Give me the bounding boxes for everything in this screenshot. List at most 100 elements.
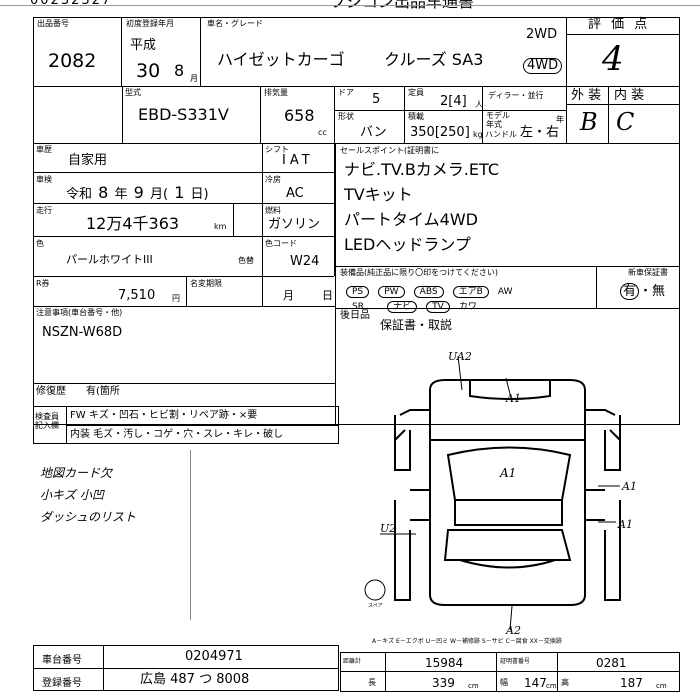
- ac-value: AC: [286, 186, 304, 201]
- length-value: 339: [432, 676, 455, 690]
- dealer-label: ディラー・並行: [488, 91, 544, 100]
- registration-value: 広島 487 つ 8008: [140, 672, 250, 687]
- rating-label: 評 価 点: [588, 17, 651, 32]
- model-label: 車名・グレード: [207, 19, 263, 28]
- exterior-label: 外 装: [571, 88, 602, 103]
- equipment-label: 装備品(純正品に限り〇印をつけてください): [340, 268, 499, 277]
- equip-aw: AW: [497, 287, 513, 297]
- shaken-day: 1: [174, 183, 185, 202]
- ac-label: 冷房: [265, 175, 281, 184]
- spare-label: スペア: [368, 603, 383, 609]
- chassis-no-label: 車台番号: [42, 655, 82, 666]
- after-label: 後日品: [340, 310, 370, 321]
- chassis-no-value: 0204971: [185, 649, 243, 664]
- load-label: 積載: [408, 112, 424, 121]
- shaken-label: 車検: [36, 175, 52, 184]
- rating-value: 4: [602, 39, 624, 79]
- diagram-label-a1-front: A1: [506, 392, 521, 405]
- note-line: ダッシュのリスト: [40, 510, 137, 524]
- model-cell: 車名・グレード ハイゼットカーゴ クルーズ SA3 2WD 4WD: [201, 18, 566, 86]
- color-code-label: 色コード: [265, 239, 297, 248]
- doors-label: ドア: [338, 88, 354, 97]
- first-reg-cell: 初度登録年月 平成 30 8 月: [122, 18, 200, 86]
- model-year-unit: 年: [556, 115, 564, 124]
- displacement-value: 658: [284, 106, 315, 125]
- month-unit: 月: [190, 74, 198, 83]
- load-value: 350[250]: [410, 125, 470, 140]
- first-reg-label: 初度登録年月: [126, 19, 174, 28]
- cert-value: 0281: [596, 656, 627, 670]
- capacity-value: 2[4]: [440, 94, 467, 109]
- displacement-label: 排気量: [264, 88, 288, 97]
- lot-label: 出品番号: [37, 19, 69, 28]
- equip-kawa: カワ: [458, 302, 477, 312]
- type-label: 型式: [125, 88, 141, 97]
- shape-value: バン: [360, 125, 387, 140]
- cert-label: 証明書番号: [500, 658, 531, 665]
- exterior-grade: B: [580, 108, 598, 136]
- equip-ps: PS: [346, 286, 370, 298]
- model-year-label: モデル年式: [486, 111, 510, 129]
- width-label: 幅: [500, 678, 508, 687]
- mileage-value: 12万4千363: [86, 214, 180, 233]
- capacity-label: 定員: [408, 88, 424, 97]
- registration-label: 登録番号: [42, 678, 82, 689]
- equip-pw: PW: [378, 286, 405, 298]
- color-value: パールホワイトIII: [66, 253, 153, 266]
- note-line: 小キズ 小凹: [40, 488, 104, 502]
- equip-navi: ナビ: [387, 301, 418, 313]
- handle-value: 左・右: [520, 125, 560, 140]
- handle-label: ハンドル: [485, 130, 517, 139]
- fuel-label: 燃料: [265, 206, 281, 215]
- shaken-era: 令和: [66, 187, 93, 202]
- capacity-unit: 人: [475, 100, 483, 109]
- color-code-value: W24: [290, 254, 320, 269]
- length-unit: cm: [468, 682, 479, 690]
- shift-value: IAT: [282, 153, 314, 168]
- fuel-value: ガソリン: [268, 217, 321, 232]
- equipment-row2: SR ナビ TV カワ: [352, 294, 602, 313]
- km-unit: km: [214, 222, 227, 231]
- height-label: 高: [561, 678, 569, 687]
- shaken-year: 8: [98, 183, 109, 202]
- sales-point: パートタイム4WD: [344, 210, 479, 229]
- warranty-yes: 有: [620, 283, 640, 300]
- shift-label: シフト: [265, 145, 289, 154]
- sales-points-list: ナビ.TV.Bカメラ.ETC TVキット パートタイム4WD LEDヘッドランプ: [344, 161, 499, 253]
- transfer-day-unit: 日: [322, 289, 333, 302]
- transfer-label: 名変期限: [190, 279, 222, 288]
- width-unit: cm: [546, 682, 557, 690]
- color-label: 色: [36, 239, 44, 248]
- shaken-day-unit: 日): [190, 187, 209, 202]
- diagram-label-a1-right1: A1: [622, 480, 637, 493]
- shaken-date: 令和 8 年 9 月( 1 日): [66, 184, 211, 202]
- height-value: 187: [620, 676, 643, 690]
- sales-point: ナビ.TV.Bカメラ.ETC: [344, 160, 500, 179]
- transfer-month-unit: 月: [283, 289, 294, 302]
- recycle-value: 7,510: [118, 288, 156, 303]
- diagram-label-rear: A2: [506, 624, 521, 637]
- car-grade: クルーズ SA3: [384, 50, 484, 69]
- first-reg-month: 8: [174, 61, 185, 80]
- sales-point: LEDヘッドランプ: [344, 235, 471, 254]
- repair-value: 有(箇所: [86, 386, 120, 397]
- top-rule: [0, 5, 700, 6]
- first-reg-year: 30: [136, 60, 161, 82]
- shaken-month-unit: 月(: [149, 187, 169, 202]
- history-value: 自家用: [68, 153, 108, 168]
- doors-value: 5: [372, 92, 381, 107]
- type-value: EBD-S331V: [138, 105, 229, 124]
- after-value: 保証書・取説: [380, 318, 453, 332]
- warranty-choice: 有・無: [620, 283, 665, 300]
- length-label: 長: [368, 678, 376, 687]
- equip-tv: TV: [426, 301, 450, 313]
- chassis-prefix: NSZN-W68D: [42, 325, 123, 340]
- diagram-label-top: UA2: [448, 350, 472, 363]
- interior-grade: C: [616, 108, 635, 136]
- diagram-label-u2-left: U2: [380, 522, 397, 535]
- sales-points-label: セールスポイント(証明書に: [340, 146, 440, 155]
- shaken-month: 9: [133, 183, 144, 202]
- interior-label: 内 装: [614, 88, 645, 103]
- car-name: ハイゼットカーゴ: [217, 50, 345, 69]
- equip-airbag: エアB: [452, 286, 489, 298]
